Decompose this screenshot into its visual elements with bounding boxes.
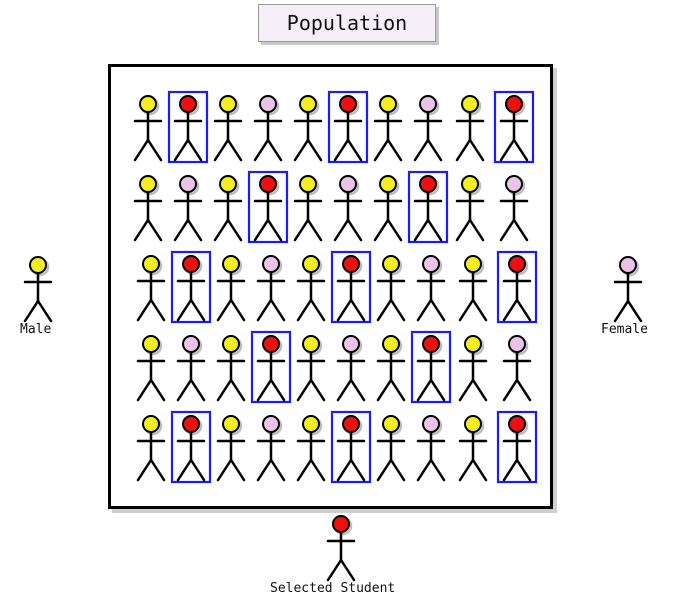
selected-figure [416, 335, 446, 402]
female-figure [336, 335, 366, 402]
male-figure [296, 255, 326, 322]
male-figure [376, 415, 406, 482]
male-legend-figure [23, 256, 53, 323]
male-figure [458, 255, 488, 322]
male-figure [136, 415, 166, 482]
female-figure [176, 335, 206, 402]
female-figure [499, 175, 529, 242]
selected-figure [502, 255, 532, 322]
selection-box [330, 410, 372, 484]
male-figure [136, 255, 166, 322]
male-figure [296, 335, 326, 402]
selection-box [250, 330, 292, 404]
selection-box [407, 170, 449, 244]
selection-box [410, 330, 452, 404]
male-figure [296, 415, 326, 482]
male-figure [293, 95, 323, 162]
female-figure [416, 415, 446, 482]
selected-figure [173, 95, 203, 162]
selected-student-legend-label: Selected Student [270, 581, 396, 596]
male-figure [373, 95, 403, 162]
selected-figure [253, 175, 283, 242]
selection-box [493, 90, 535, 164]
male-figure [455, 95, 485, 162]
selected-figure [176, 255, 206, 322]
male-legend-label: Male [20, 322, 52, 337]
male-figure [455, 175, 485, 242]
male-figure [458, 415, 488, 482]
selected-figure [499, 95, 529, 162]
selection-box [327, 90, 369, 164]
male-figure [293, 175, 323, 242]
male-figure [216, 335, 246, 402]
female-legend-label: Female [601, 322, 648, 337]
male-figure [216, 255, 246, 322]
male-figure [213, 175, 243, 242]
selected-student-legend-figure [326, 515, 356, 582]
selected-figure [336, 415, 366, 482]
selected-figure [256, 335, 286, 402]
female-figure [256, 255, 286, 322]
male-figure [213, 95, 243, 162]
selected-figure [336, 255, 366, 322]
male-figure [133, 175, 163, 242]
selection-box [496, 410, 538, 484]
selected-figure [176, 415, 206, 482]
female-figure [333, 175, 363, 242]
population-frame [108, 64, 553, 509]
selection-box [330, 250, 372, 324]
male-figure [373, 175, 403, 242]
female-figure [416, 255, 446, 322]
female-figure [413, 95, 443, 162]
male-figure [136, 335, 166, 402]
female-figure [256, 415, 286, 482]
selected-figure [333, 95, 363, 162]
male-figure [133, 95, 163, 162]
male-figure [376, 255, 406, 322]
selection-box [170, 250, 212, 324]
male-figure [216, 415, 246, 482]
selection-box [247, 170, 289, 244]
female-figure [173, 175, 203, 242]
selection-box [167, 90, 209, 164]
selection-box [496, 250, 538, 324]
selected-figure [502, 415, 532, 482]
female-figure [502, 335, 532, 402]
male-figure [458, 335, 488, 402]
selected-figure [413, 175, 443, 242]
female-legend-figure [613, 256, 643, 323]
population-title: Population [258, 4, 436, 42]
female-figure [253, 95, 283, 162]
male-figure [376, 335, 406, 402]
selection-box [170, 410, 212, 484]
